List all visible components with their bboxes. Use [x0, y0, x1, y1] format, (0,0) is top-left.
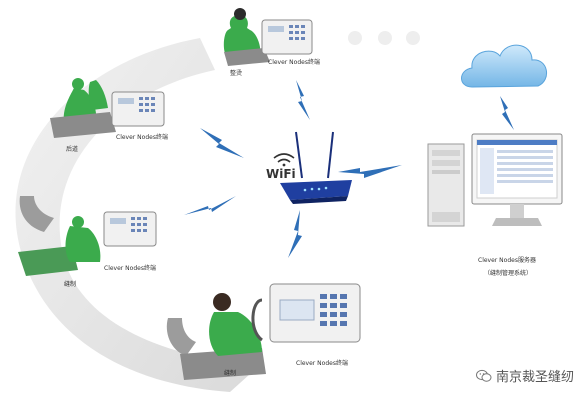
bolt-right: [338, 165, 402, 178]
wifi-label: WiFi: [266, 167, 296, 181]
terminal-label-bottom: Clever Nodes终端: [296, 360, 348, 367]
server-label: Clever Nodes服务器: [478, 257, 536, 264]
signal-bolts: [184, 80, 514, 258]
decorative-dots: [348, 31, 420, 45]
wifi-icon: [273, 153, 295, 167]
terminal-label-top: Clever Nodes终端: [268, 59, 320, 66]
watermark-text: 南京裁圣缝纫: [496, 370, 575, 385]
server-computer: [427, 133, 563, 227]
bolt-bottom: [288, 210, 302, 258]
process-label-left2: 缝制: [64, 281, 77, 288]
server-caption: （缝制管理系统）: [484, 270, 533, 277]
bolt-cloud: [500, 96, 514, 130]
wechat-icon: [476, 369, 492, 382]
bolt-top: [296, 80, 310, 120]
cloud-icon: [461, 44, 547, 88]
process-label-left1: 后道: [66, 146, 79, 153]
terminal-label-left2: Clever Nodes终端: [104, 265, 156, 272]
watermark: 南京裁圣缝纫: [476, 366, 574, 385]
station-bottom: [166, 283, 361, 380]
process-label-top: 整烫: [230, 70, 243, 77]
bolt-left1: [200, 128, 244, 158]
terminal-label-left1: Clever Nodes终端: [116, 134, 168, 141]
station-top: [223, 8, 313, 66]
process-label-bottom: 缝制: [224, 370, 237, 377]
station-left2: [18, 196, 157, 276]
bolt-left2: [184, 196, 236, 215]
station-left1: [50, 78, 165, 138]
wifi-router: [280, 131, 352, 204]
